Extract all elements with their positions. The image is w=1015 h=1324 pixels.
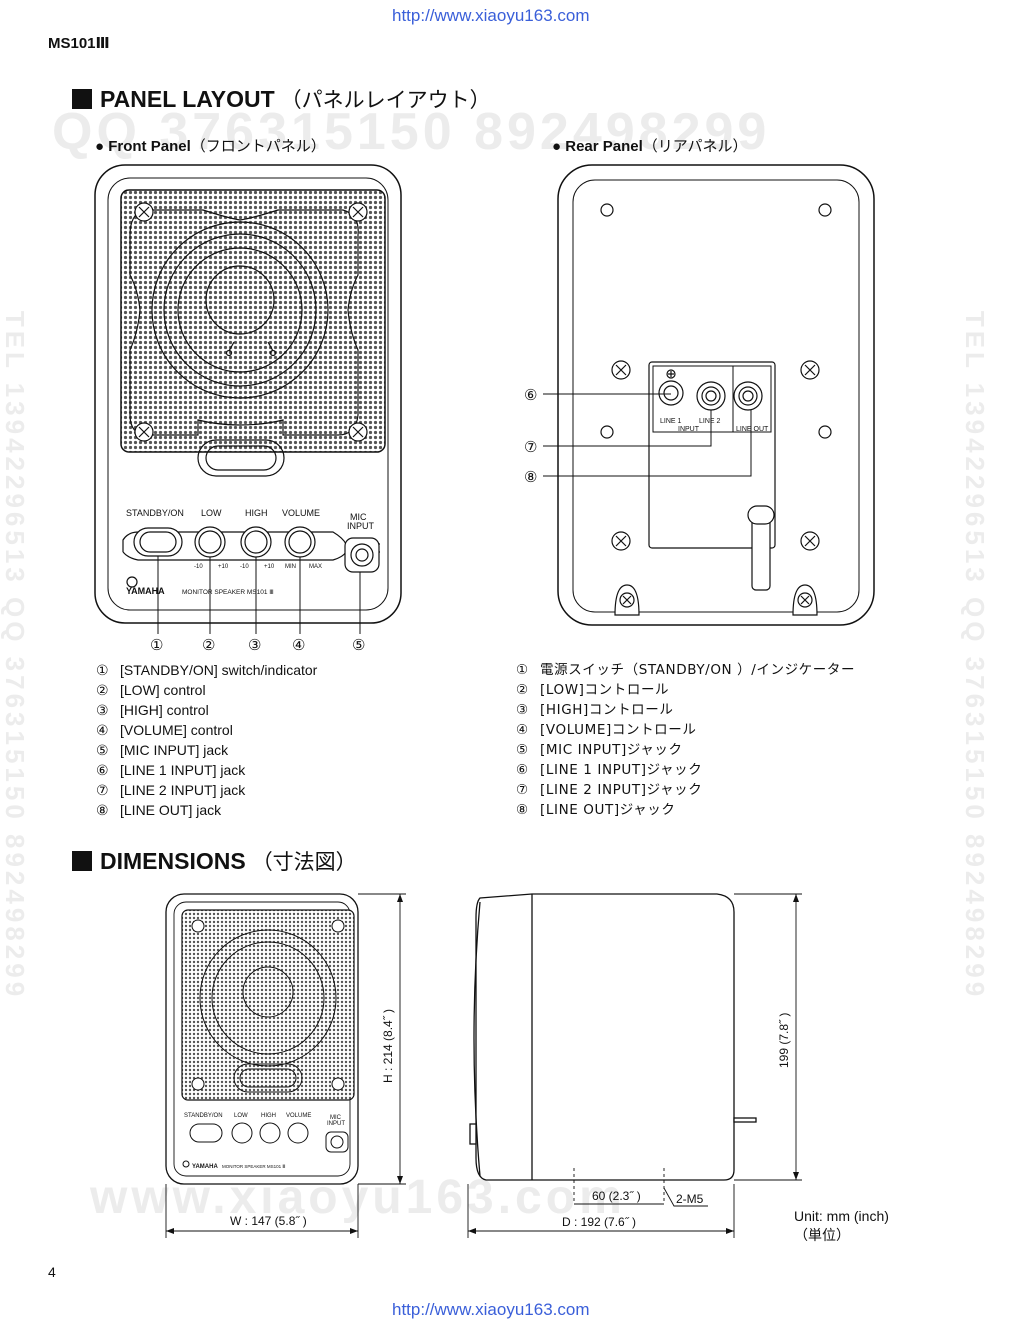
svg-text:VOLUME: VOLUME (282, 508, 320, 518)
rear-panel-title: ● Rear Panel（リアパネル） (552, 135, 747, 156)
list-item: ⑤[MIC INPUT]ジャック (516, 742, 683, 758)
svg-text:INPUT: INPUT (327, 1121, 345, 1127)
list-item: ⑧[LINE OUT] jack (96, 802, 222, 818)
svg-text:LINE 2: LINE 2 (699, 418, 721, 425)
dimensions-title-text: DIMENSIONS (100, 847, 246, 874)
list-item: ⑤[MIC INPUT] jack (96, 742, 229, 758)
svg-text:STANDBY/ON: STANDBY/ON (184, 1113, 223, 1119)
svg-text:-10: -10 (194, 564, 203, 570)
rear-panel-title-jp: （リアパネル） (642, 138, 748, 155)
svg-text:④: ④ (292, 637, 305, 654)
model-name: MS101Ⅲ (48, 35, 110, 52)
unit-text-jp: （単位） (794, 1228, 850, 1244)
svg-text:MIC: MIC (330, 1115, 342, 1121)
svg-text:MAX: MAX (309, 564, 322, 570)
svg-text:⑦: ⑦ (524, 439, 537, 456)
svg-text:-10: -10 (240, 564, 249, 570)
svg-text:199 (7.8˝ ): 199 (7.8˝ ) (777, 1013, 791, 1068)
watermark-tel-right: TEL 13942296513 QQ 376315150 892498299 (960, 310, 991, 1001)
svg-text:LINE OUT: LINE OUT (736, 426, 769, 433)
mic-input-jack (344, 537, 380, 573)
svg-text:MONITOR SPEAKER MS101 Ⅲ: MONITOR SPEAKER MS101 Ⅲ (182, 589, 274, 596)
svg-text:YAMAHA: YAMAHA (192, 1164, 218, 1170)
grille-screw-icons (134, 202, 368, 442)
svg-text:INPUT: INPUT (347, 521, 375, 531)
svg-text:⑤: ⑤ (352, 637, 365, 654)
svg-text:VOLUME: VOLUME (286, 1113, 311, 1119)
footer-url[interactable]: http://www.xiaoyu163.com (392, 1300, 590, 1319)
list-item: ①[STANDBY/ON] switch/indicator (96, 662, 318, 678)
svg-text:MIC: MIC (350, 512, 367, 522)
svg-text:H : 214 (8.4˝ ): H : 214 (8.4˝ ) (381, 1009, 395, 1083)
bullet-icon: ● (95, 138, 109, 155)
front-panel-title-text: Front Panel (108, 138, 191, 155)
list-item: ②[LOW]コントロール (516, 682, 670, 698)
panel-layout-title: PANEL LAYOUT （パネルレイアウト） (72, 84, 491, 114)
rear-screw-icons (611, 360, 820, 551)
unit-text: Unit: mm (inch) (794, 1208, 889, 1224)
dimension-front-view: STANDBY/ON LOW HIGH VOLUME MIC INPUT YAM… (165, 893, 406, 1238)
svg-text:⑥: ⑥ (524, 387, 537, 404)
list-item: ⑥[LINE 1 INPUT] jack (96, 762, 246, 778)
svg-text:YAMAHA: YAMAHA (126, 586, 165, 596)
svg-text:HIGH: HIGH (261, 1113, 276, 1119)
dimensions-title: DIMENSIONS （寸法図） (72, 846, 357, 876)
list-item: ⑦[LINE 2 INPUT] jack (96, 782, 246, 798)
list-item: ⑧[LINE OUT]ジャック (516, 802, 676, 818)
svg-text:60 (2.3˝ ): 60 (2.3˝ ) (592, 1189, 641, 1203)
svg-text:①: ① (150, 637, 163, 654)
list-item: ④[VOLUME]コントロール (516, 722, 697, 738)
svg-text:+10: +10 (264, 564, 275, 570)
list-item: ④[VOLUME] control (96, 722, 233, 738)
rear-panel-title-text: Rear Panel (565, 138, 643, 155)
bullet-icon: ● (552, 138, 566, 155)
dimensions-title-jp: （寸法図） (251, 851, 357, 874)
dimension-side-view: 60 (2.3˝ ) 2-M5 D : 192 (7.6˝ ) 199 (7.8… (467, 893, 802, 1238)
list-item: ③[HIGH]コントロール (516, 702, 674, 718)
svg-text:②: ② (202, 637, 215, 654)
watermark-qq: QQ 376315150 892498299 (52, 103, 771, 161)
svg-text:STANDBY/ON: STANDBY/ON (126, 508, 184, 518)
panel-layout-title-text: PANEL LAYOUT (100, 85, 275, 112)
svg-text:W : 147 (5.8˝ ): W : 147 (5.8˝ ) (230, 1214, 307, 1228)
panel-layout-title-jp: （パネルレイアウト） (280, 89, 491, 112)
unit-note: Unit: mm (inch) （単位） (794, 1206, 889, 1246)
svg-text:③: ③ (248, 637, 261, 654)
page-number: 4 (48, 1264, 56, 1280)
section-square-icon (72, 851, 92, 871)
front-panel-title-jp: （フロントパネル） (190, 138, 326, 155)
section-square-icon (72, 89, 92, 109)
svg-text:LOW: LOW (201, 508, 222, 518)
svg-text:2-M5: 2-M5 (676, 1192, 704, 1206)
svg-text:INPUT: INPUT (678, 426, 700, 433)
front-items-list-en: ①[STANDBY/ON] switch/indicator ②[LOW] co… (96, 660, 317, 820)
watermark-tel-left: TEL 13942296513 QQ 376315150 892498299 (0, 310, 31, 1001)
front-panel-diagram: STANDBY/ON LOW HIGH VOLUME MIC INPUT -10… (94, 164, 402, 654)
svg-text:+10: +10 (218, 564, 229, 570)
rear-panel-diagram: LINE 1 LINE 2 INPUT LINE OUT ⑥ ⑦ ⑧ (524, 164, 875, 626)
svg-text:D : 192 (7.6˝ ): D : 192 (7.6˝ ) (562, 1215, 636, 1229)
front-panel-title: ● Front Panel（フロントパネル） (95, 135, 326, 156)
svg-text:LINE 1: LINE 1 (660, 418, 682, 425)
list-item: ⑦[LINE 2 INPUT]ジャック (516, 782, 703, 798)
header-url[interactable]: http://www.xiaoyu163.com (392, 6, 590, 25)
list-item: ②[LOW] control (96, 682, 206, 698)
svg-text:MONITOR SPEAKER MS101 Ⅲ: MONITOR SPEAKER MS101 Ⅲ (222, 1164, 286, 1169)
list-item: ⑥[LINE 1 INPUT]ジャック (516, 762, 703, 778)
list-item: ③[HIGH] control (96, 702, 209, 718)
svg-text:⑧: ⑧ (524, 469, 537, 486)
svg-text:LOW: LOW (234, 1113, 248, 1119)
speaker-grille (120, 189, 386, 453)
svg-text:HIGH: HIGH (245, 508, 268, 518)
svg-text:MIN: MIN (285, 564, 296, 570)
